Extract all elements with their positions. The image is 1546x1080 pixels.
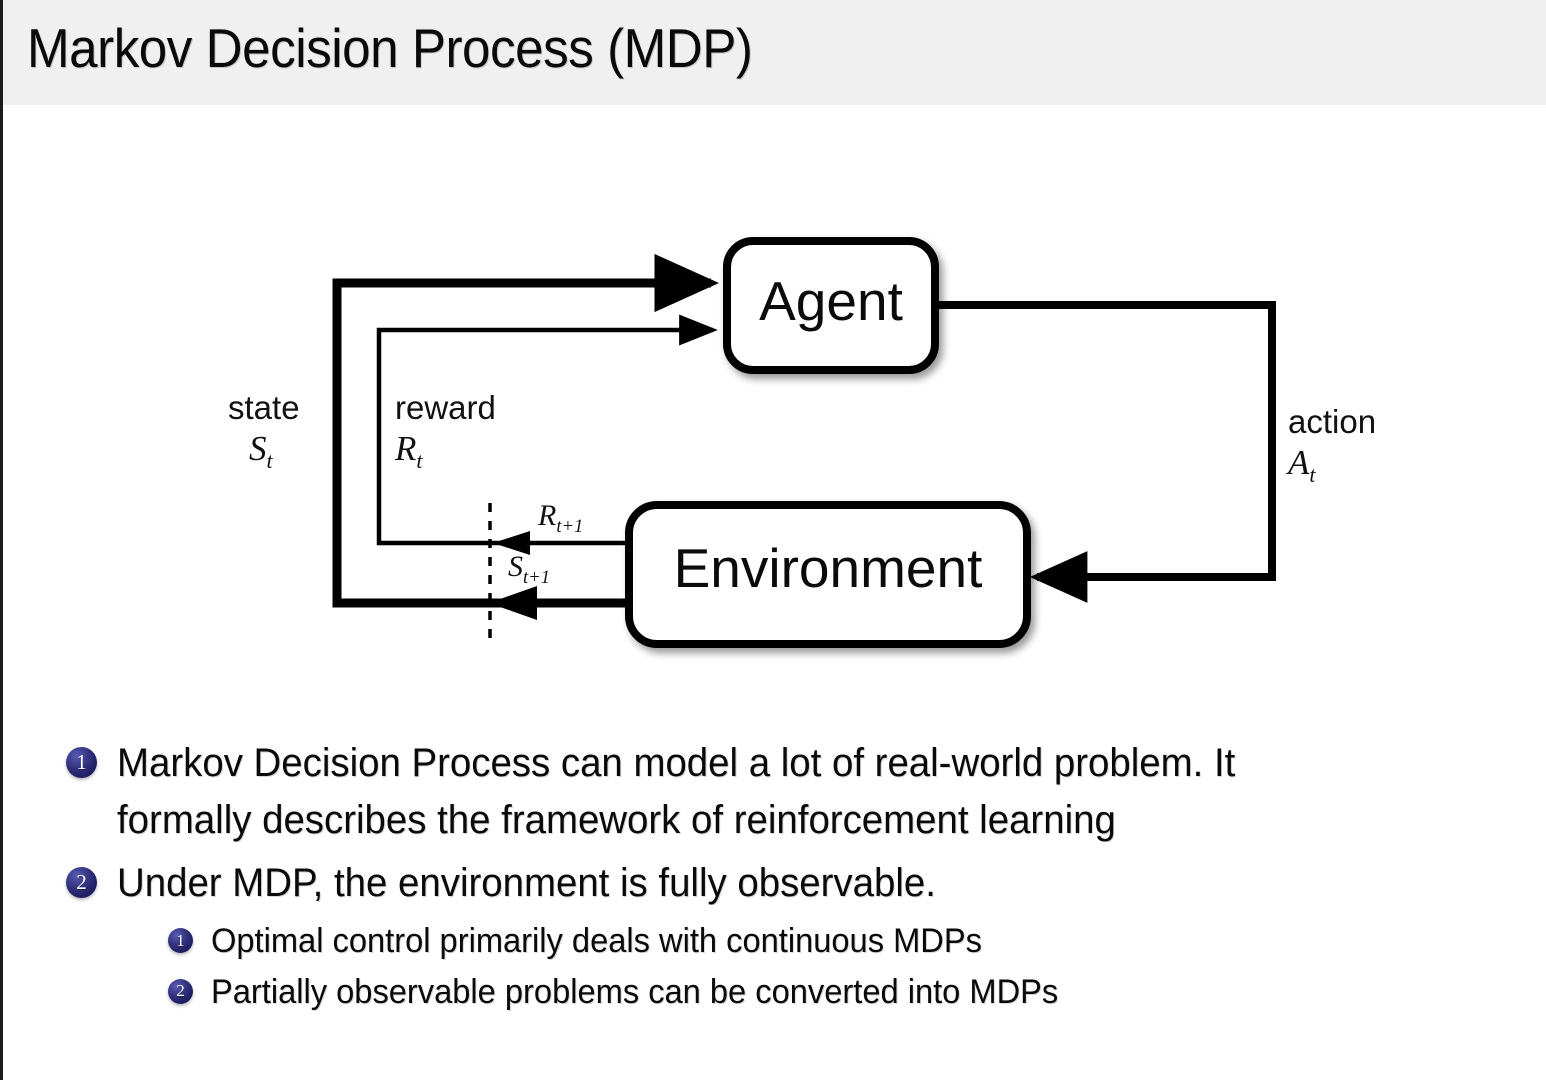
mdp-diagram: Agent Environment state St reward Rt act…	[0, 110, 1546, 690]
node-environment-label: Environment	[673, 537, 983, 599]
page-title: Markov Decision Process (MDP)	[27, 17, 753, 79]
bullet-marker-1: 1	[66, 747, 97, 778]
edge-label-reward-symbol: Rt	[395, 428, 423, 473]
edge-label-reward-next: Rt+1	[538, 499, 584, 537]
edge-action-loop	[934, 301, 1276, 603]
edge-label-reward: reward Rt	[395, 389, 496, 475]
bullet-text-1-line2: formally describes the framework of rein…	[117, 797, 1116, 842]
edge-label-action-symbol: At	[1288, 442, 1316, 487]
subbullet-marker-2: 2	[168, 978, 193, 1004]
edge-label-action-word: action	[1288, 403, 1377, 440]
slide-header-bar	[3, 0, 1546, 105]
node-agent	[723, 237, 939, 374]
mdp-diagram-svg	[332, 237, 1276, 648]
subbullet-text-1: Optimal control primarily deals with con…	[211, 922, 982, 961]
subbullet-text-2: Partially observable problems can be con…	[211, 972, 1059, 1011]
edge-label-state-word: state	[228, 389, 300, 426]
list-item: 1 Markov Decision Process can model a lo…	[0, 735, 1546, 849]
sub-list-item: 1 Optimal control primarily deals with c…	[0, 917, 1546, 965]
edge-reward-next-arrowhead	[493, 531, 530, 555]
edge-state-next-arrowhead	[489, 586, 537, 620]
edge-reward-loop	[376, 314, 718, 546]
bullet-text-1-line1: Markov Decision Process can model a lot …	[117, 741, 1236, 785]
sub-list-item: 2 Partially observable problems can be c…	[0, 968, 1546, 1016]
edge-label-action: action At	[1288, 403, 1377, 489]
bullet-text-2-line1: Under MDP, the environment is fully obse…	[117, 860, 936, 905]
edge-label-state: state St	[228, 389, 300, 475]
slide-left-edge-rule	[0, 0, 3, 1080]
edge-label-state-symbol: St	[249, 428, 273, 473]
list-item: 2 Under MDP, the environment is fully ob…	[0, 855, 1546, 912]
node-environment	[625, 501, 1031, 648]
edge-label-reward-word: reward	[395, 389, 496, 426]
bullet-text-1: Markov Decision Process can model a lot …	[117, 735, 1456, 849]
node-agent-label: Agent	[759, 270, 903, 332]
edge-label-state-next: St+1	[508, 550, 551, 588]
subbullet-marker-1: 1	[168, 928, 193, 954]
bullet-list: 1 Markov Decision Process can model a lo…	[0, 735, 1546, 1018]
bullet-marker-2: 2	[66, 866, 97, 898]
bullet-text-2: Under MDP, the environment is fully obse…	[117, 855, 1456, 912]
